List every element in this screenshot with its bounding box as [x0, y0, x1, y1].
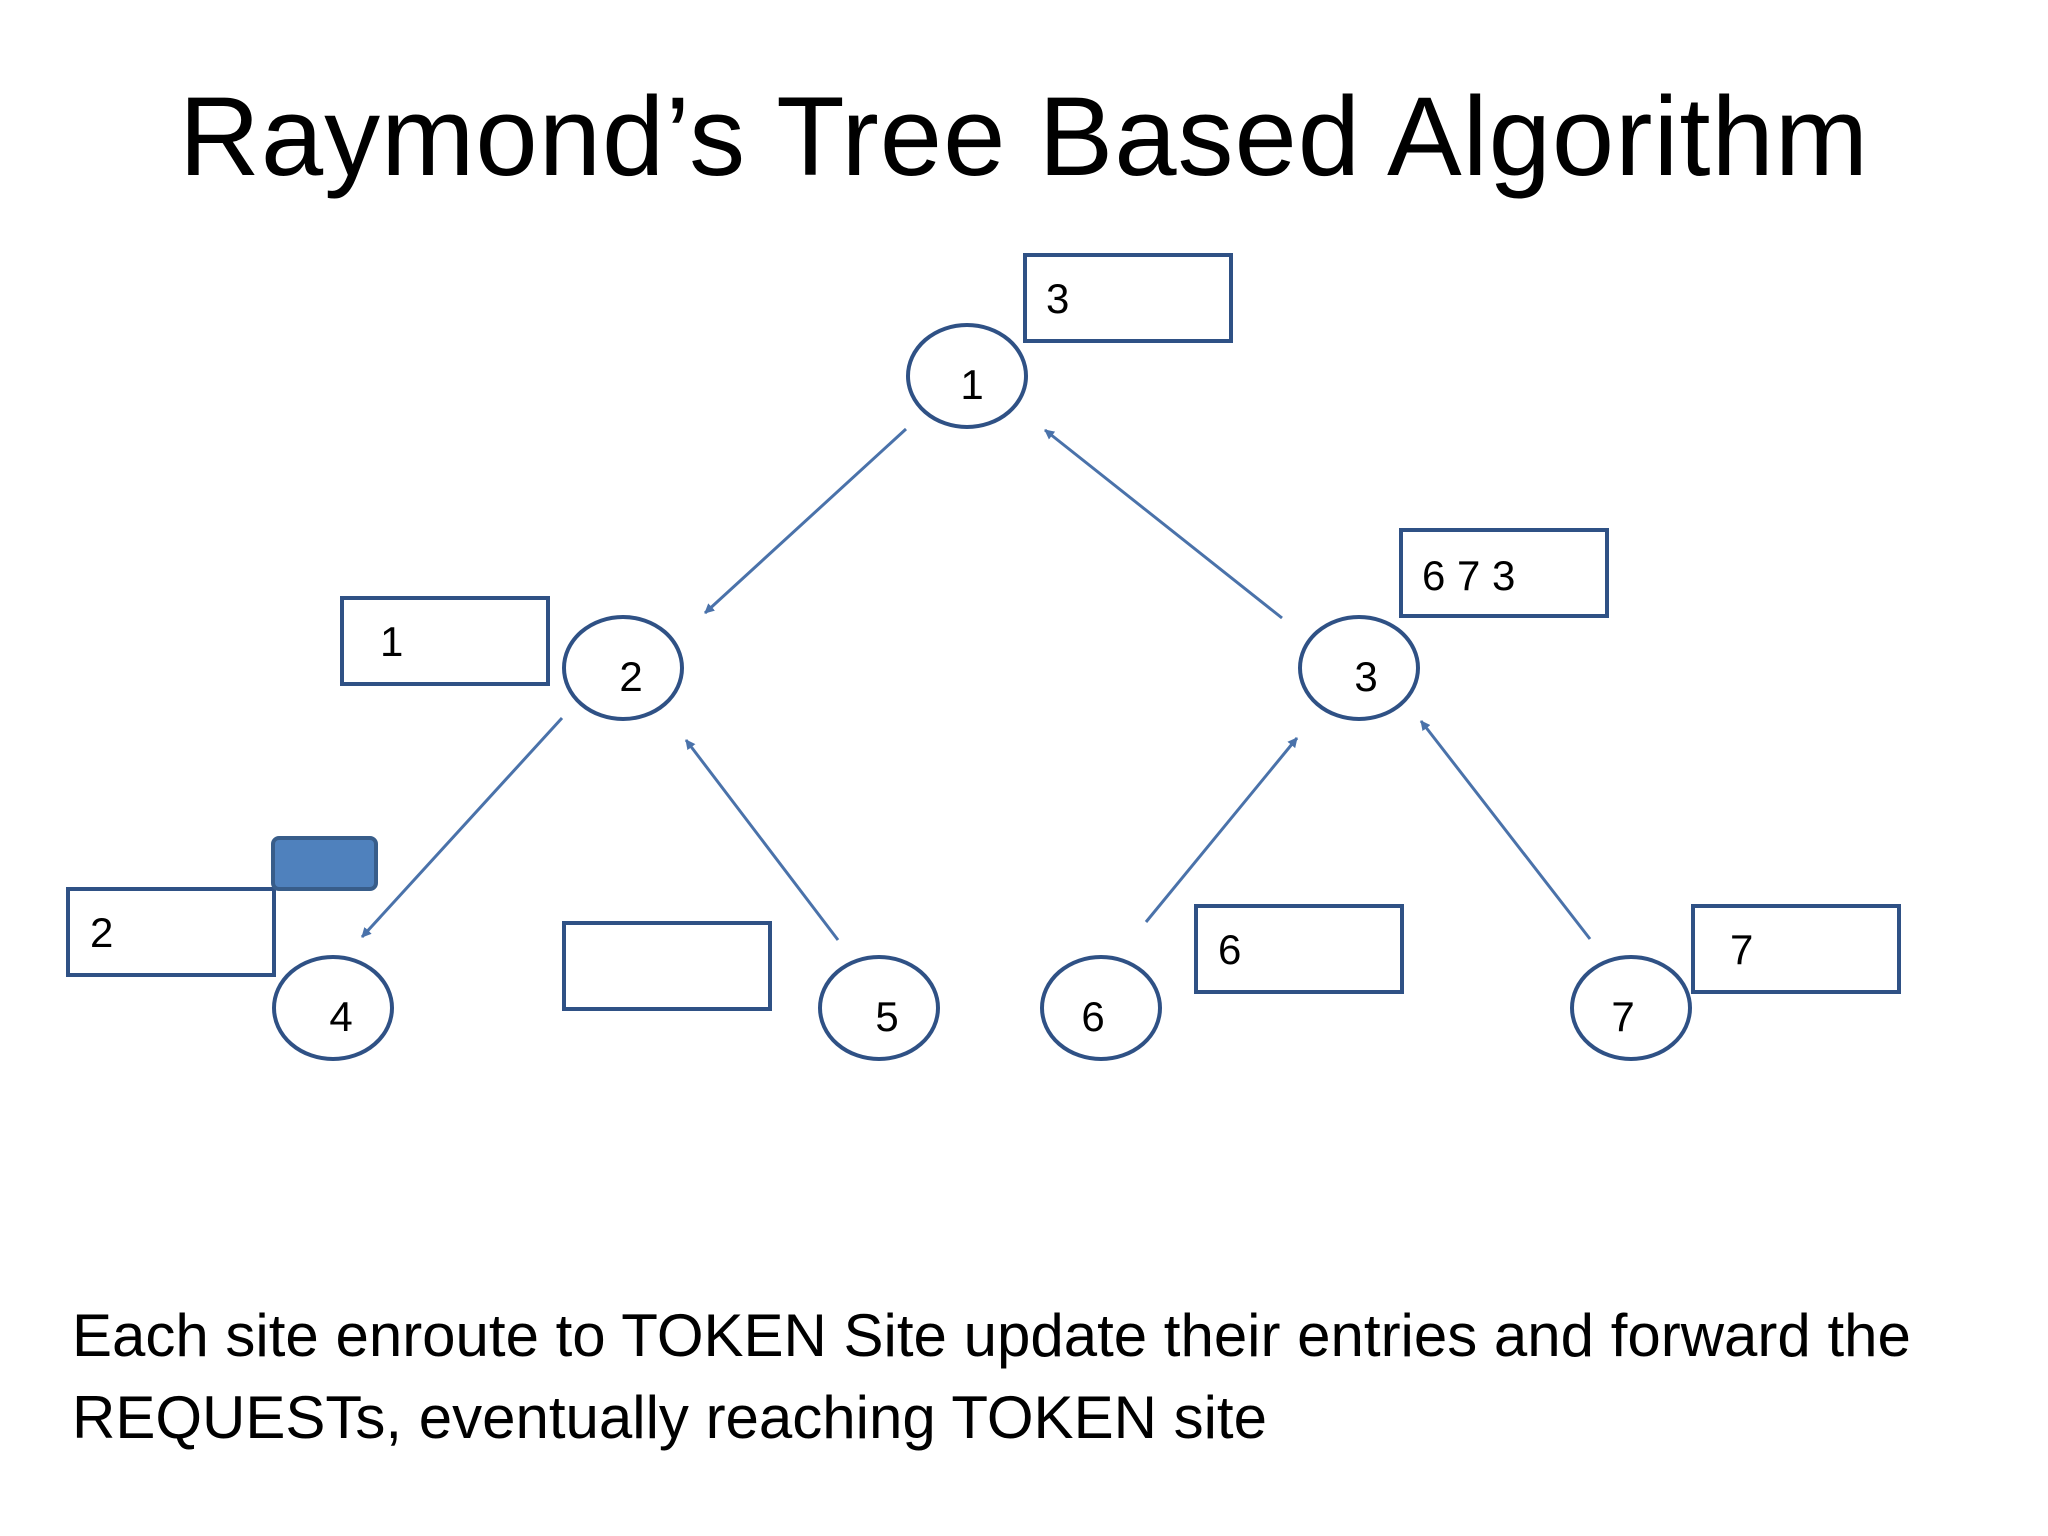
site-node-6: 6 — [1040, 955, 1162, 1061]
site-label-4: 4 — [329, 993, 352, 1040]
site-node-3: 3 — [1298, 615, 1420, 721]
slide-title: Raymond’s Tree Based Algorithm — [178, 74, 1870, 199]
caption-line-1: Each site enroute to TOKEN Site update t… — [72, 1302, 1911, 1369]
site-label-6: 6 — [1081, 993, 1104, 1040]
site-label-7: 7 — [1611, 993, 1634, 1040]
queue-box-site-4: 2 — [66, 887, 276, 977]
edge-3-to-1 — [1044, 428, 1283, 620]
queue-text-site-6: 6 — [1218, 926, 1241, 973]
site-label-5: 5 — [875, 993, 898, 1040]
site-node-5: 5 — [818, 955, 940, 1061]
queue-box-site-2: 1 — [340, 596, 550, 686]
queue-box-site-1: 3 — [1023, 253, 1233, 343]
edge-5-to-2 — [684, 739, 840, 941]
token-marker — [271, 836, 378, 891]
site-node-7: 7 — [1570, 955, 1692, 1061]
queue-box-site-5 — [562, 921, 772, 1011]
caption-line-2: REQUESTs, eventually reaching TOKEN site — [72, 1384, 1267, 1451]
queue-text-site-4: 2 — [90, 909, 113, 956]
site-label-2: 2 — [619, 653, 642, 700]
queue-box-site-6: 6 — [1194, 904, 1404, 994]
queue-box-site-7: 7 — [1691, 904, 1901, 994]
site-label-3: 3 — [1354, 653, 1377, 700]
edge-1-to-2 — [703, 427, 908, 615]
queue-box-site-3: 6 7 3 — [1399, 528, 1609, 618]
site-label-1: 1 — [960, 361, 983, 408]
edge-2-to-4 — [360, 716, 564, 939]
edge-6-to-3 — [1144, 737, 1299, 923]
queue-text-site-2: 1 — [380, 618, 403, 665]
queue-text-site-3: 6 7 3 — [1422, 552, 1515, 599]
edge-7-to-3 — [1419, 720, 1592, 940]
site-node-4: 4 — [272, 955, 394, 1061]
site-node-1: 1 — [906, 323, 1028, 429]
queue-text-site-7: 7 — [1730, 926, 1753, 973]
queue-text-site-1: 3 — [1046, 275, 1069, 322]
slide-caption: Each site enroute to TOKEN Site update t… — [72, 1295, 2032, 1459]
site-node-2: 2 — [562, 615, 684, 721]
